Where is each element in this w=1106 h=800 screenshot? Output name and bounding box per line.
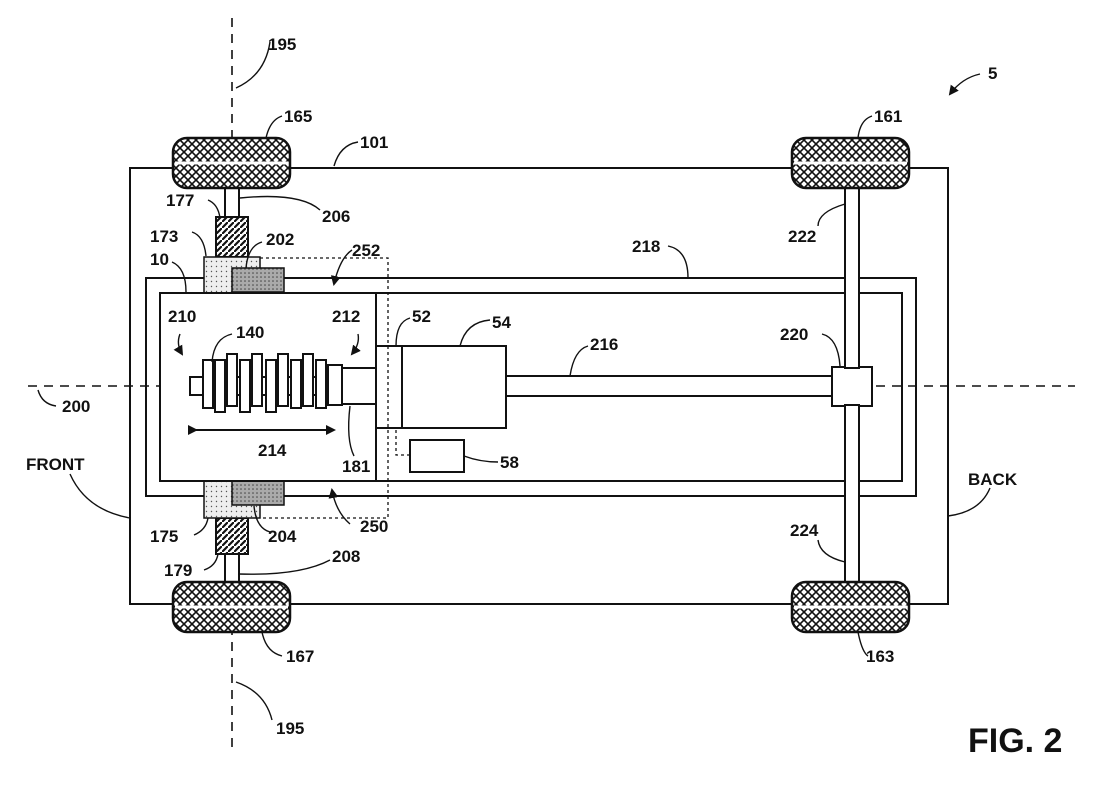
label-101: 101 xyxy=(360,133,388,152)
enclosure-dotted xyxy=(260,257,389,519)
leader-173 xyxy=(191,231,207,257)
controller-58 xyxy=(409,439,465,473)
leader-161 xyxy=(857,115,873,139)
label-250: 250 xyxy=(360,517,388,536)
label-163: 163 xyxy=(866,647,894,666)
label-165: 165 xyxy=(284,107,312,126)
leader-220 xyxy=(821,333,841,367)
leader-224 xyxy=(817,539,846,563)
leader-101 xyxy=(333,141,359,167)
transmission-54 xyxy=(401,345,507,429)
label-173: 173 xyxy=(150,227,178,246)
label-181: 181 xyxy=(342,457,370,476)
leader-177 xyxy=(207,199,221,219)
motor-52 xyxy=(375,345,403,429)
rear-axle-lower xyxy=(844,404,860,584)
differential-220 xyxy=(831,366,873,407)
label-5: 5 xyxy=(988,64,997,83)
leader-195-bottom xyxy=(235,681,273,721)
coupling-181 xyxy=(341,367,377,405)
wheel-163 xyxy=(790,580,911,634)
leader-252 xyxy=(330,249,353,286)
mount-204 xyxy=(231,480,285,506)
label-10: 10 xyxy=(150,250,169,269)
leader-218 xyxy=(667,245,689,279)
leader-181 xyxy=(347,405,355,457)
label-167: 167 xyxy=(286,647,314,666)
leader-175 xyxy=(193,517,209,536)
leader-front xyxy=(69,473,131,519)
wheel-161 xyxy=(790,136,911,190)
label-210: 210 xyxy=(168,307,196,326)
leader-58 xyxy=(463,455,499,463)
leader-250 xyxy=(328,488,351,525)
leader-200 xyxy=(37,389,57,407)
figure-caption: FIG. 2 xyxy=(968,722,1062,760)
leader-167 xyxy=(261,631,283,657)
leader-208 xyxy=(237,559,331,575)
leader-204 xyxy=(253,505,271,533)
label-back: BACK xyxy=(968,470,1018,489)
label-218: 218 xyxy=(632,237,660,256)
label-202: 202 xyxy=(266,230,294,249)
leader-195-top xyxy=(235,41,271,89)
label-224: 224 xyxy=(790,521,819,540)
label-216: 216 xyxy=(590,335,618,354)
label-200: 200 xyxy=(62,397,90,416)
label-220: 220 xyxy=(780,325,808,344)
frame-outer xyxy=(145,277,917,497)
front-axle-top xyxy=(224,185,240,221)
label-222: 222 xyxy=(788,227,816,246)
label-214: 214 xyxy=(258,441,287,460)
label-204: 204 xyxy=(268,527,297,546)
label-58: 58 xyxy=(500,453,519,472)
label-212: 212 xyxy=(332,307,360,326)
label-52: 52 xyxy=(412,307,431,326)
leader-222 xyxy=(817,203,846,227)
mount-202 xyxy=(231,267,285,293)
controller-link xyxy=(395,430,410,456)
leader-206 xyxy=(239,195,321,211)
label-54: 54 xyxy=(492,313,511,332)
wheel-167 xyxy=(171,580,292,634)
leader-202 xyxy=(245,241,263,269)
leader-140 xyxy=(211,333,233,363)
label-252: 252 xyxy=(352,241,380,260)
chassis-outline xyxy=(129,167,949,605)
leader-5 xyxy=(948,73,981,96)
leader-165 xyxy=(265,115,283,139)
spring-177 xyxy=(215,216,249,258)
label-179: 179 xyxy=(164,561,192,580)
leader-210 xyxy=(173,333,184,356)
label-195-bottom: 195 xyxy=(276,719,304,738)
rear-axle xyxy=(844,185,860,369)
driveshaft-216 xyxy=(505,375,835,397)
front-axle-bottom xyxy=(224,549,240,585)
spring-179 xyxy=(215,517,249,555)
label-front: FRONT xyxy=(26,455,85,474)
label-208: 208 xyxy=(332,547,360,566)
crankshaft-140 xyxy=(189,353,343,413)
leader-54 xyxy=(459,319,491,347)
leader-163 xyxy=(857,631,869,657)
leader-52 xyxy=(395,317,411,347)
leader-216 xyxy=(569,345,589,377)
leader-179 xyxy=(203,553,219,571)
label-175: 175 xyxy=(150,527,178,546)
leader-back xyxy=(947,487,991,517)
leader-10 xyxy=(171,261,187,293)
label-177: 177 xyxy=(166,191,194,210)
leader-212 xyxy=(350,333,361,356)
label-195-top: 195 xyxy=(268,35,296,54)
label-140: 140 xyxy=(236,323,264,342)
wheel-165 xyxy=(171,136,292,190)
label-206: 206 xyxy=(322,207,350,226)
label-161: 161 xyxy=(874,107,902,126)
